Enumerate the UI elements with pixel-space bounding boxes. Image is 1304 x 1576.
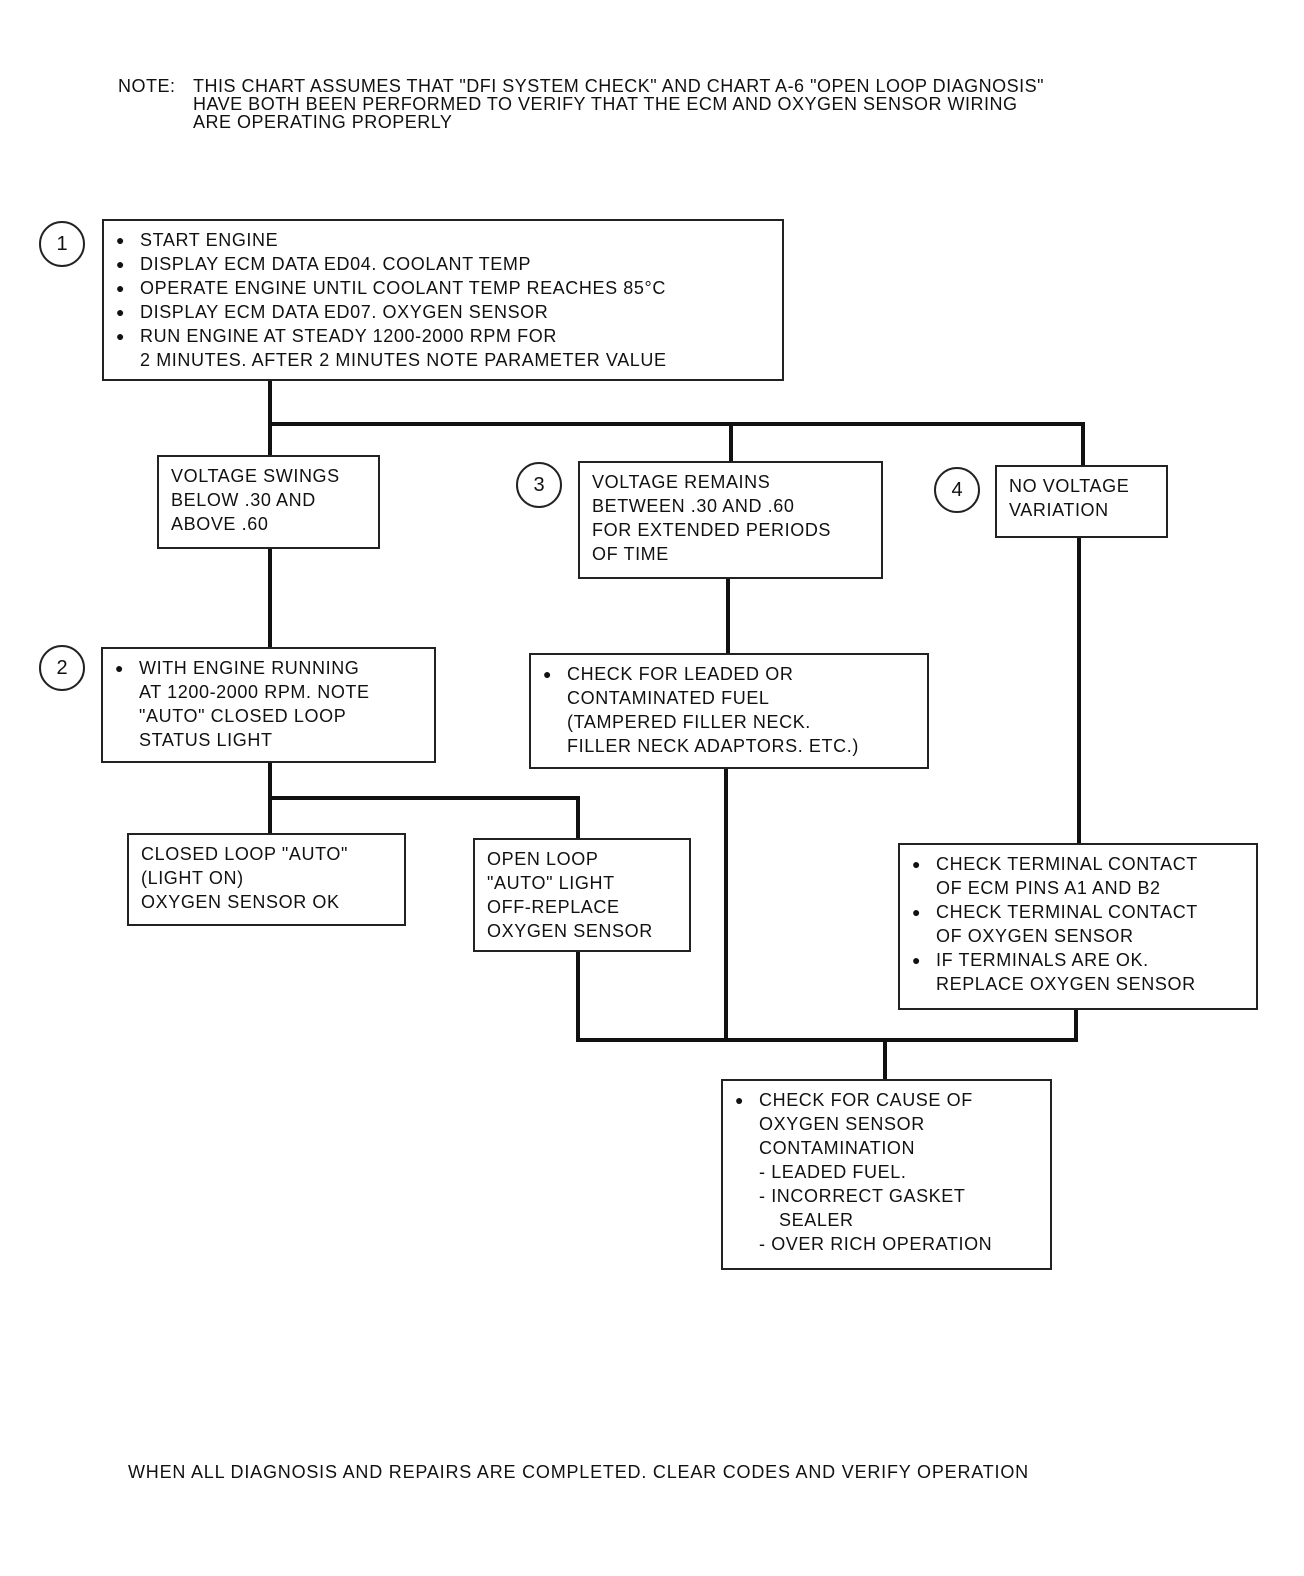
cause-sub-2: - INCORRECT GASKET — [759, 1186, 966, 1206]
connector-open-down — [576, 948, 1078, 1042]
cause-sub-4: - OVER RICH OPERATION — [759, 1234, 993, 1254]
open-line-1: OPEN LOOP — [487, 849, 599, 869]
fuel-line-3: (TAMPERED FILLER NECK. — [567, 712, 811, 732]
voltage-remains-box: VOLTAGE REMAINS BETWEEN .30 AND .60 FOR … — [578, 461, 883, 579]
auto-line-3: "AUTO" CLOSED LOOP — [139, 706, 347, 726]
note-line-3: ARE OPERATING PROPERLY — [193, 112, 453, 132]
start-item-3: OPERATE ENGINE UNTIL COOLANT TEMP REACHE… — [116, 276, 770, 300]
start-item-2: DISPLAY ECM DATA ED04. COOLANT TEMP — [116, 252, 770, 276]
connector-auto-split — [268, 760, 580, 840]
terminal-2-line-2: OF OXYGEN SENSOR — [936, 926, 1134, 946]
closed-line-3: OXYGEN SENSOR OK — [141, 892, 340, 912]
novar-line-1: NO VOLTAGE — [1009, 476, 1130, 496]
note-line-2: HAVE BOTH BEEN PERFORMED TO VERIFY THAT … — [193, 94, 1018, 114]
fuel-line-4: FILLER NECK ADAPTORS. ETC.) — [567, 736, 859, 756]
closed-line-1: CLOSED LOOP "AUTO" — [141, 844, 348, 864]
novar-line-2: VARIATION — [1009, 500, 1109, 520]
cause-line-3: CONTAMINATION — [759, 1138, 916, 1158]
note-label: NOTE: — [118, 76, 176, 96]
terminal-1-line-1: CHECK TERMINAL CONTACT — [936, 854, 1198, 874]
swings-line-1: VOLTAGE SWINGS — [171, 466, 340, 486]
cause-line-2: OXYGEN SENSOR — [759, 1114, 925, 1134]
no-voltage-variation-box: NO VOLTAGE VARIATION — [995, 465, 1168, 538]
start-item-4: DISPLAY ECM DATA ED07. OXYGEN SENSOR — [116, 300, 770, 324]
open-line-3: OFF-REPLACE — [487, 897, 620, 917]
note-line-1: THIS CHART ASSUMES THAT "DFI SYSTEM CHEC… — [193, 76, 1045, 96]
step-1-marker: 1 — [39, 221, 85, 267]
closed-line-2: (LIGHT ON) — [141, 868, 244, 888]
cause-sub-1: - LEADED FUEL. — [759, 1162, 907, 1182]
terminal-3-line-2: REPLACE OXYGEN SENSOR — [936, 974, 1196, 994]
remains-line-2: BETWEEN .30 AND .60 — [592, 496, 795, 516]
cause-sub-3: SEALER — [779, 1210, 854, 1230]
check-fuel-box: CHECK FOR LEADED OR CONTAMINATED FUEL (T… — [529, 653, 929, 769]
cause-line-1: CHECK FOR CAUSE OF — [759, 1090, 973, 1110]
fuel-line-1: CHECK FOR LEADED OR — [567, 664, 794, 684]
open-line-2: "AUTO" LIGHT — [487, 873, 615, 893]
closed-loop-ok-box: CLOSED LOOP "AUTO" (LIGHT ON) OXYGEN SEN… — [127, 833, 406, 926]
fuel-line-2: CONTAMINATED FUEL — [567, 688, 770, 708]
terminal-1-line-2: OF ECM PINS A1 AND B2 — [936, 878, 1161, 898]
terminal-3-line-1: IF TERMINALS ARE OK. — [936, 950, 1149, 970]
check-contamination-cause-box: CHECK FOR CAUSE OF OXYGEN SENSOR CONTAMI… — [721, 1079, 1052, 1270]
open-line-4: OXYGEN SENSOR — [487, 921, 653, 941]
swings-line-2: BELOW .30 AND — [171, 490, 316, 510]
auto-line-1: WITH ENGINE RUNNING — [139, 658, 360, 678]
auto-line-4: STATUS LIGHT — [139, 730, 273, 750]
step-3-marker: 3 — [516, 462, 562, 508]
step-4-marker: 4 — [934, 467, 980, 513]
start-item-1: START ENGINE — [116, 228, 770, 252]
auto-status-light-box: WITH ENGINE RUNNING AT 1200-2000 RPM. NO… — [101, 647, 436, 763]
remains-line-4: OF TIME — [592, 544, 669, 564]
voltage-swings-box: VOLTAGE SWINGS BELOW .30 AND ABOVE .60 — [157, 455, 380, 549]
footer-instruction: WHEN ALL DIAGNOSIS AND REPAIRS ARE COMPL… — [128, 1462, 1029, 1482]
check-terminal-contact-box: CHECK TERMINAL CONTACT OF ECM PINS A1 AN… — [898, 843, 1258, 1010]
auto-line-2: AT 1200-2000 RPM. NOTE — [139, 682, 370, 702]
start-item-5-continuation: 2 MINUTES. AFTER 2 MINUTES NOTE PARAMETE… — [140, 350, 667, 370]
start-item-5: RUN ENGINE AT STEADY 1200-2000 RPM FOR — [116, 324, 770, 348]
connector-start-split — [268, 378, 1085, 468]
remains-line-1: VOLTAGE REMAINS — [592, 472, 771, 492]
terminal-2-line-1: CHECK TERMINAL CONTACT — [936, 902, 1198, 922]
swings-line-3: ABOVE .60 — [171, 514, 269, 534]
step-2-marker: 2 — [39, 645, 85, 691]
remains-line-3: FOR EXTENDED PERIODS — [592, 520, 832, 540]
start-engine-box: START ENGINE DISPLAY ECM DATA ED04. COOL… — [102, 219, 784, 381]
open-loop-replace-box: OPEN LOOP "AUTO" LIGHT OFF-REPLACE OXYGE… — [473, 838, 691, 952]
